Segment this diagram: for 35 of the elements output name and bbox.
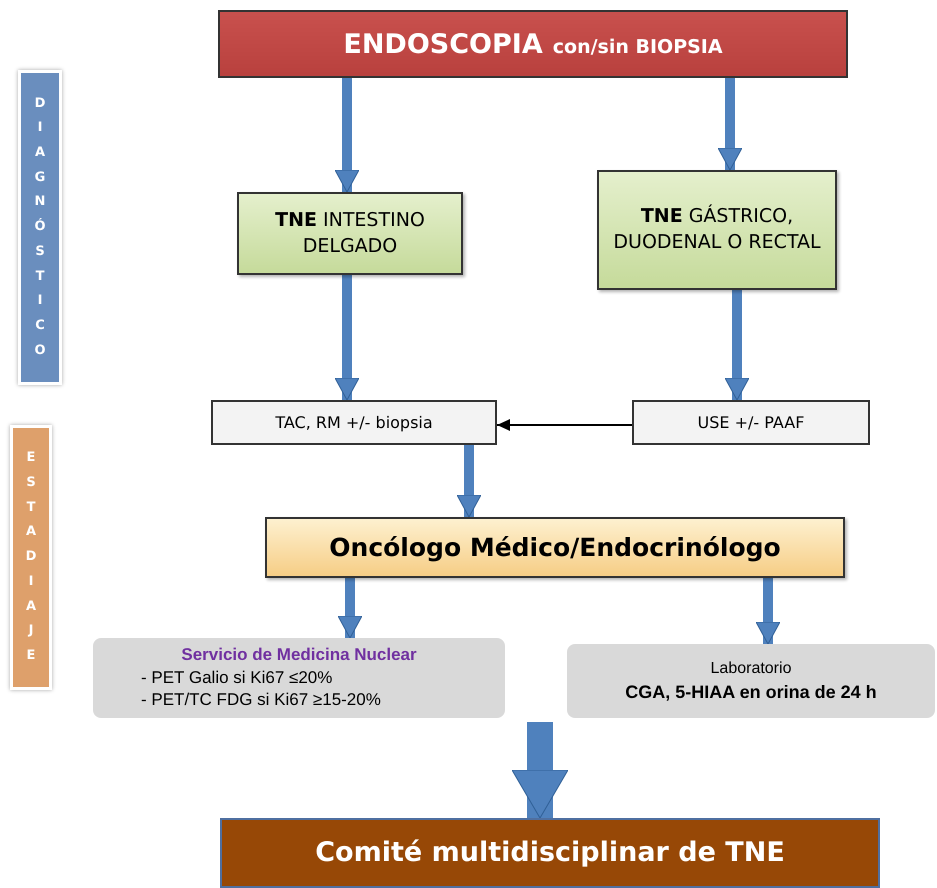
process-box [211, 400, 497, 445]
subtitle-text: con/sin BIOPSIA [552, 36, 723, 58]
box-text: Comité multidisciplinar de TNE [315, 836, 785, 870]
process-box [597, 170, 837, 290]
box-text: Oncólogo Médico/Endocrinólogo [329, 532, 781, 564]
process-box [632, 400, 870, 445]
arrow [718, 78, 742, 170]
phase-band [18, 70, 62, 385]
box-text: TNE GÁSTRICO, DUODENAL O RECTAL [612, 204, 822, 255]
result-box [220, 818, 880, 888]
info-box [567, 644, 935, 718]
vertical-label: DIAGNÓSTICO [34, 94, 46, 360]
process-box [237, 192, 463, 275]
vertical-label: ESTADIAJE [24, 449, 38, 665]
arrow [456, 445, 482, 518]
arrow [334, 78, 360, 192]
process-box [265, 517, 845, 578]
arrow [497, 419, 632, 431]
info-box [93, 638, 505, 718]
heading-text: Servicio de Medicina Nuclear [181, 644, 417, 666]
box-text: USE +/- PAAF [698, 412, 804, 434]
list-item: - PET/TC FDG si Ki67 ≥15-20% [140, 689, 381, 712]
arrow [724, 290, 750, 400]
arrow [756, 578, 780, 644]
title-text: ENDOSCOPIA [343, 28, 543, 60]
box-text: TAC, RM +/- biopsia [275, 412, 433, 434]
box-text: TNE INTESTINO DELGADO [274, 208, 426, 258]
title-box [218, 10, 848, 78]
arrow [334, 275, 360, 400]
phase-band [10, 425, 52, 690]
arrow [512, 722, 568, 818]
heading-text: Laboratorio [710, 659, 792, 680]
list-item: - PET Galio si Ki67 ≤20% [140, 666, 332, 689]
arrow [338, 578, 362, 638]
body-text: CGA, 5-HIAA en orina de 24 h [625, 680, 877, 704]
